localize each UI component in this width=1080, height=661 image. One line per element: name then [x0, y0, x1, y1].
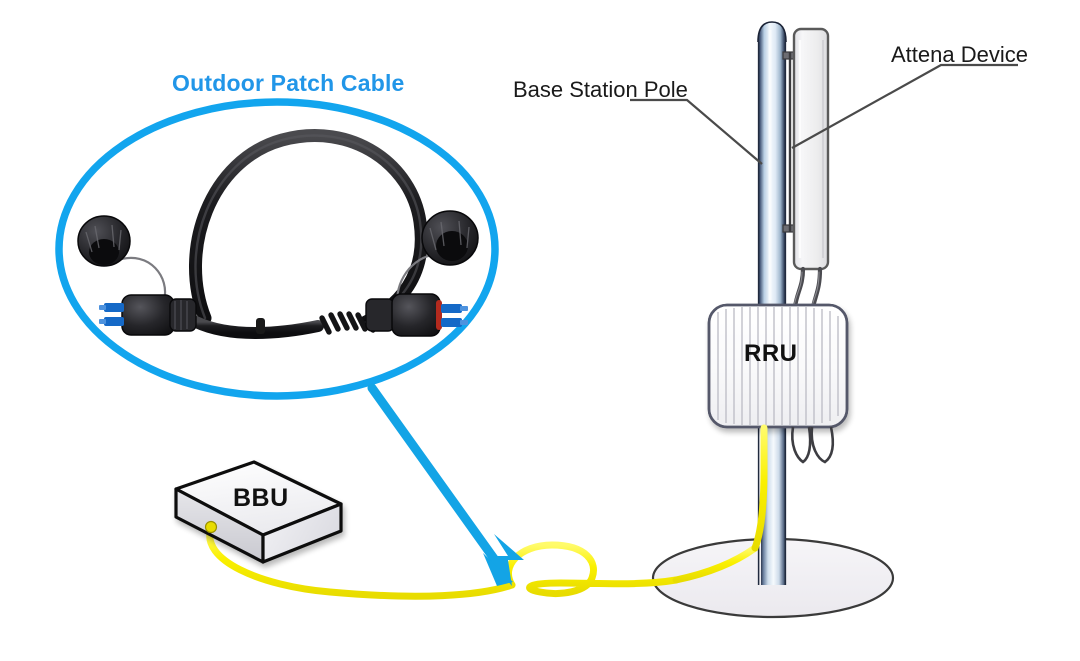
callout-arrow	[367, 383, 524, 586]
antenna-jumper-highlights	[793, 271, 820, 307]
rru-heatsink-fins	[717, 307, 839, 425]
label-antenna-device: Attena Device	[891, 42, 1028, 67]
patch-cable-callout-ellipse	[55, 98, 499, 400]
label-base-station-pole: Base Station Pole	[513, 77, 688, 102]
antenna-device	[792, 27, 830, 271]
left-dust-cap	[77, 215, 167, 301]
outdoor-patch-cable-photo	[77, 129, 479, 339]
leader-base-station-pole	[630, 98, 763, 165]
leader-lines	[630, 63, 1018, 165]
rru-unit	[707, 303, 849, 429]
fiber-optic-cable-run	[206, 424, 768, 600]
label-rru: RRU	[744, 340, 798, 367]
left-waterproof-connector	[99, 294, 197, 336]
label-bbu: BBU	[233, 484, 289, 512]
antenna-jumper-cables	[792, 266, 823, 310]
rru-cable-loops	[791, 426, 835, 464]
label-outdoor-patch-cable: Outdoor Patch Cable	[172, 70, 405, 96]
leader-antenna-device	[791, 63, 1018, 149]
right-dust-cap	[396, 210, 479, 311]
bbu-unit	[174, 460, 343, 564]
right-waterproof-connector	[365, 293, 468, 337]
